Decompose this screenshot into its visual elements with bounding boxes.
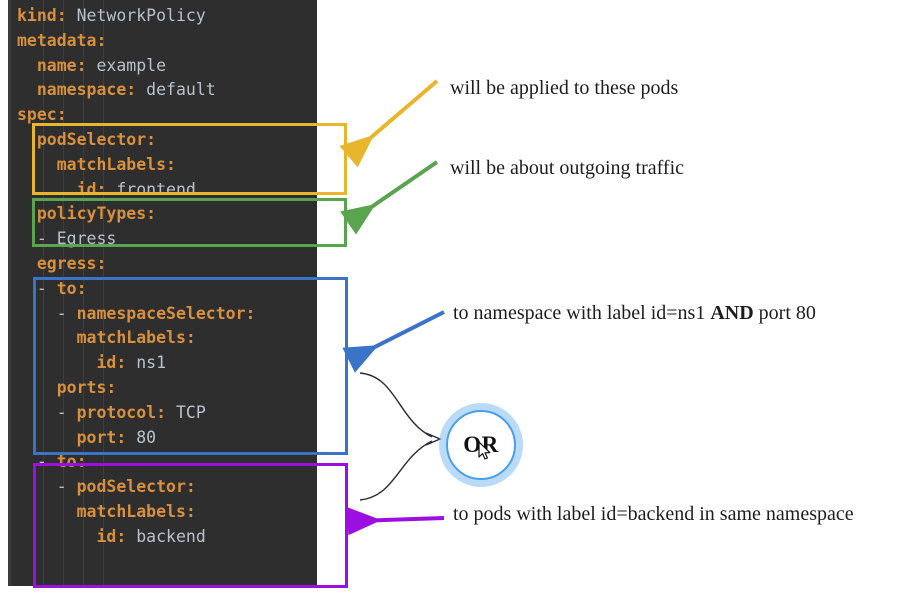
annotation-egress-rule-2: to pods with label id=backend in same na… [453, 503, 854, 526]
code-indent [17, 328, 77, 347]
code-indent [17, 527, 96, 546]
code-line: - to: [11, 450, 255, 475]
code-key: to: [56, 278, 87, 298]
code-line: - Egress [11, 227, 255, 252]
code-line: egress: [11, 252, 255, 277]
code-value: NetworkPolicy [66, 6, 206, 25]
code-indent [17, 403, 57, 422]
code-list-dash: - [56, 402, 77, 422]
code-indent [17, 353, 96, 372]
code-indent [17, 130, 37, 149]
code-line: metadata: [11, 29, 255, 54]
code-key: egress: [36, 253, 107, 273]
code-key: ports: [56, 377, 117, 397]
code-line: - podSelector: [11, 475, 255, 500]
arrow-to-policytypes [340, 160, 439, 235]
code-indent [17, 254, 37, 273]
code-list-dash: - [56, 477, 77, 497]
code-line: matchLabels: [11, 153, 255, 178]
code-key: podSelector: [36, 129, 157, 149]
code-key: port: [76, 427, 127, 447]
code-list-dash: - [36, 278, 57, 298]
code-line: port: 80 [11, 426, 255, 451]
code-line: - protocol: TCP [11, 401, 255, 426]
code-indent [17, 204, 37, 223]
code-line: - namespaceSelector: [11, 302, 256, 327]
brace-tip [425, 432, 442, 446]
code-indent [17, 180, 77, 199]
code-line: spec: [11, 103, 255, 128]
code-key: kind: [17, 6, 67, 25]
brace-lower [359, 440, 433, 501]
code-value: TCP [166, 402, 206, 422]
code-line: id: frontend [11, 178, 255, 203]
code-line: policyTypes: [11, 202, 255, 227]
annotation-egress-rule-1-suffix: port 80 [753, 302, 816, 324]
code-indent [17, 378, 57, 397]
code-key: matchLabels: [76, 501, 196, 521]
code-value: example [86, 55, 167, 75]
brace-upper [359, 372, 433, 438]
code-indent [17, 428, 77, 447]
code-indent [17, 80, 37, 99]
arrow-to-egress-rule-1 [342, 310, 445, 373]
code-value: ns1 [126, 353, 167, 373]
code-indent [17, 279, 37, 298]
annotation-egress-rule-1-prefix: to namespace with label id=ns1 [453, 302, 711, 324]
code-indent [17, 502, 77, 521]
annotation-egress-rule-1: to namespace with label id=ns1 AND port … [453, 302, 816, 325]
code-line: namespace: default [11, 78, 255, 103]
code-key: id: [96, 526, 127, 546]
code-indent [17, 229, 37, 248]
arrow-to-podselector [339, 79, 439, 168]
code-key: spec: [17, 105, 67, 125]
code-line: id: ns1 [11, 351, 255, 376]
code-line: podSelector: [11, 128, 255, 153]
annotation-policytypes: will be about outgoing traffic [450, 157, 684, 180]
code-key: id: [96, 353, 127, 373]
code-indent [17, 155, 57, 174]
code-value: backend [126, 526, 206, 546]
code-indent [17, 304, 57, 323]
code-indent [17, 477, 57, 496]
mouse-pointer-icon [478, 441, 491, 460]
code-key: name: [36, 55, 87, 75]
code-key: namespaceSelector: [76, 303, 256, 323]
code-list-dash: - [36, 229, 57, 249]
code-indent [17, 452, 37, 471]
arrow-to-egress-rule-2 [347, 507, 445, 536]
code-value: 80 [126, 427, 157, 447]
annotation-egress-rule-2-text: to pods with label id=backend in same na… [453, 503, 854, 525]
code-key: metadata: [17, 30, 107, 50]
code-key: matchLabels: [56, 154, 176, 174]
annotation-policytypes-text: will be about outgoing traffic [450, 157, 685, 179]
code-line: kind: NetworkPolicy [11, 4, 255, 29]
code-indent [17, 56, 37, 75]
code-key: protocol: [76, 402, 167, 422]
annotation-egress-rule-1-emphasis: AND [710, 302, 754, 324]
code-value: frontend [106, 179, 196, 199]
code-line: id: backend [11, 525, 255, 550]
code-line: name: example [11, 54, 255, 79]
code-line: matchLabels: [11, 500, 255, 525]
code-key: id: [76, 179, 107, 199]
code-line: ports: [11, 376, 255, 401]
code-line: - to: [11, 277, 255, 302]
annotation-podselector: will be applied to these pods [450, 77, 678, 100]
code-line: matchLabels: [11, 326, 255, 351]
code-key: namespace: [36, 80, 137, 100]
code-key: podSelector: [76, 477, 196, 497]
code-key: matchLabels: [76, 328, 196, 348]
code-key: to: [56, 452, 87, 472]
code-key: policyTypes: [36, 204, 157, 224]
code-list-dash: - [36, 452, 57, 472]
code-value: default [136, 80, 216, 100]
annotation-podselector-text: will be applied to these pods [450, 77, 679, 99]
code-value: Egress [56, 229, 117, 249]
code-list-dash: - [56, 303, 77, 323]
